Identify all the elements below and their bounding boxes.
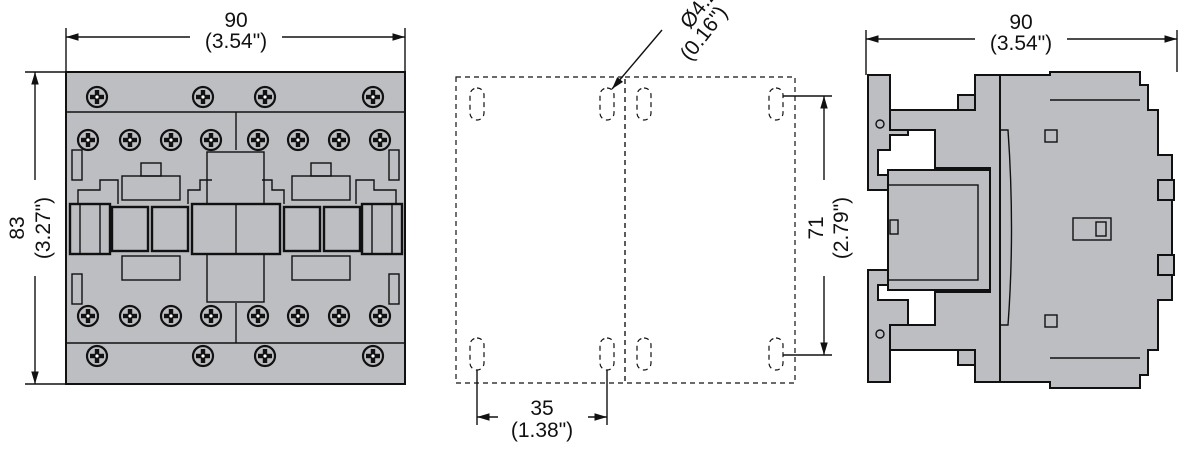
front-width-in: (3.54") — [205, 30, 267, 53]
contact-blocks — [68, 149, 404, 305]
front-height-mm: 83 — [6, 216, 29, 239]
hole-spacing-h-in: (1.38") — [511, 419, 573, 442]
mounting-hole-view: Ø4.2 (0.16") 35 (1.38") 71 (2.79") — [455, 0, 856, 442]
hole-spacing-v-mm: 71 — [805, 216, 828, 239]
hole-spacing-v-in: (2.79") — [830, 197, 853, 259]
side-depth-in: (3.54") — [990, 32, 1052, 55]
front-height-in: (3.27") — [32, 197, 55, 259]
side-depth-mm: 90 — [1009, 11, 1032, 34]
front-width-mm: 90 — [224, 9, 247, 32]
hole-spacing-h-mm: 35 — [530, 397, 553, 420]
front-view: 90 (3.54") 83 (3.27") — [6, 9, 406, 385]
mounting-holes — [469, 87, 784, 371]
side-view: 90 (3.54") — [865, 11, 1178, 389]
